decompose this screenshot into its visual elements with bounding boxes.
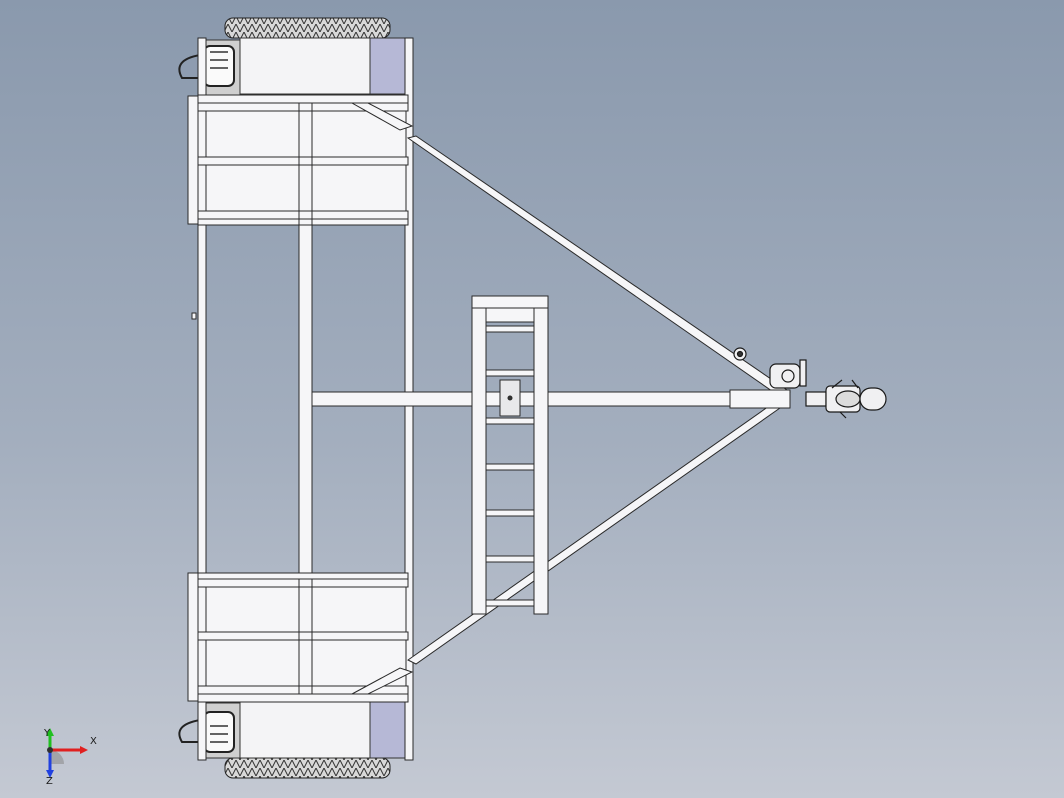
wheel-bottom <box>224 701 411 779</box>
tongue-beam <box>311 389 791 409</box>
y-axis-label: Y <box>43 728 51 739</box>
tail-light-top <box>178 39 241 96</box>
tail-light-bottom <box>178 702 241 759</box>
x-axis-label: X <box>90 736 97 747</box>
z-axis-label: Z <box>46 776 53 784</box>
ladder-rack <box>471 295 549 615</box>
axis-triad: X Y Z <box>43 728 97 784</box>
wheel-top <box>224 17 411 95</box>
hitch-coupler <box>733 347 887 419</box>
